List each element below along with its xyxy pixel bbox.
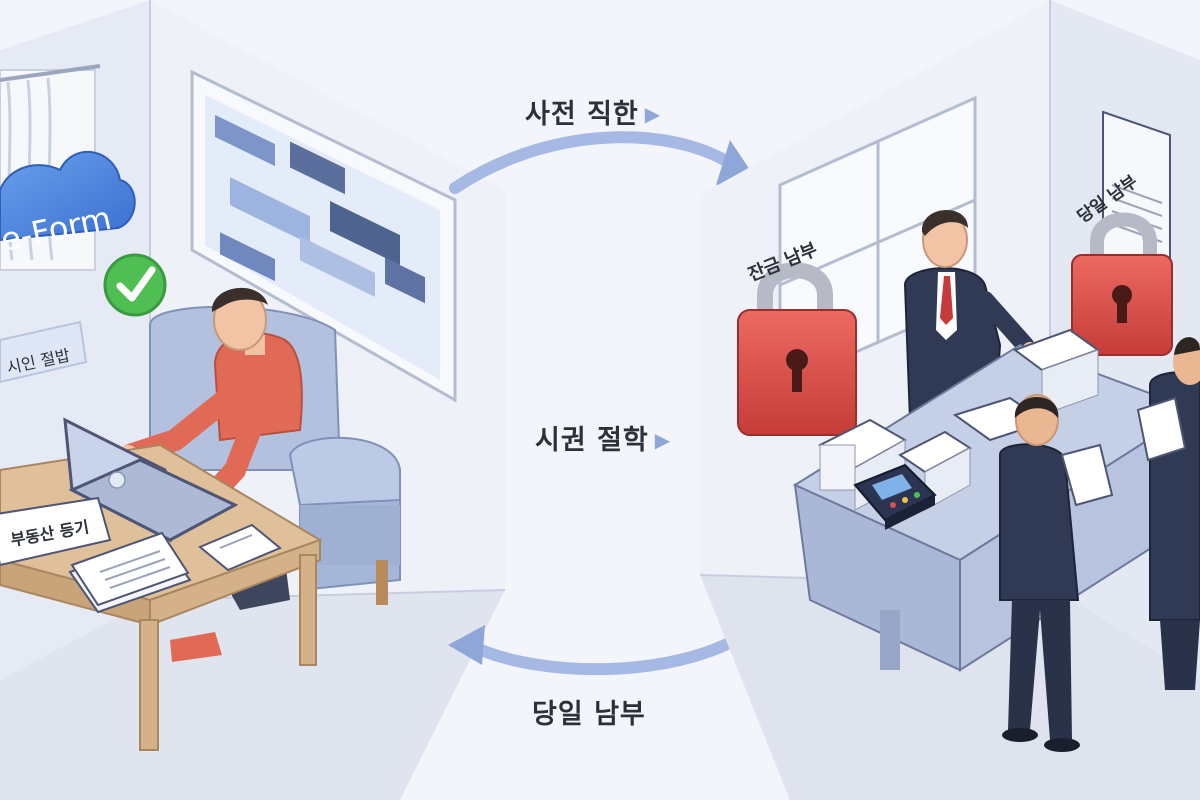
card-terminal: [853, 463, 937, 530]
flow-label-bottom: 당일 남부: [532, 699, 646, 730]
lock-icon: [737, 262, 857, 436]
arrow-bottom-head: [448, 625, 485, 665]
small-document: [198, 523, 282, 572]
arrow-top: [449, 131, 748, 194]
check-icon: [103, 253, 167, 317]
flow-label-middle-text: 시권 절학: [535, 425, 649, 456]
paper-stack-2: [898, 430, 972, 511]
left-room-floor: [0, 590, 505, 800]
cloud-icon: [0, 151, 136, 242]
customer-2: [1136, 337, 1200, 690]
left-room: [0, 0, 506, 800]
paper-stack-3: [1012, 328, 1101, 416]
lock-icon-2: [1071, 212, 1173, 356]
document-stack: [68, 531, 192, 614]
chevron-right-icon: ▶: [654, 428, 672, 452]
flow-label-top-text: 사전 직한: [525, 99, 639, 130]
flow-label-top: 사전 직한▶: [525, 92, 661, 131]
desk-sign: [0, 496, 112, 567]
paper-stack-1: [817, 418, 908, 511]
customer-1: [999, 394, 1114, 752]
flow-label-middle: 시권 절학▶: [535, 418, 671, 457]
wall-screen: [190, 69, 457, 403]
arrow-bottom: [464, 619, 764, 676]
chevron-right-icon: ▶: [644, 102, 662, 126]
badge-panel: [0, 320, 88, 384]
right-room: [699, 0, 1200, 800]
laptop: [63, 417, 239, 543]
